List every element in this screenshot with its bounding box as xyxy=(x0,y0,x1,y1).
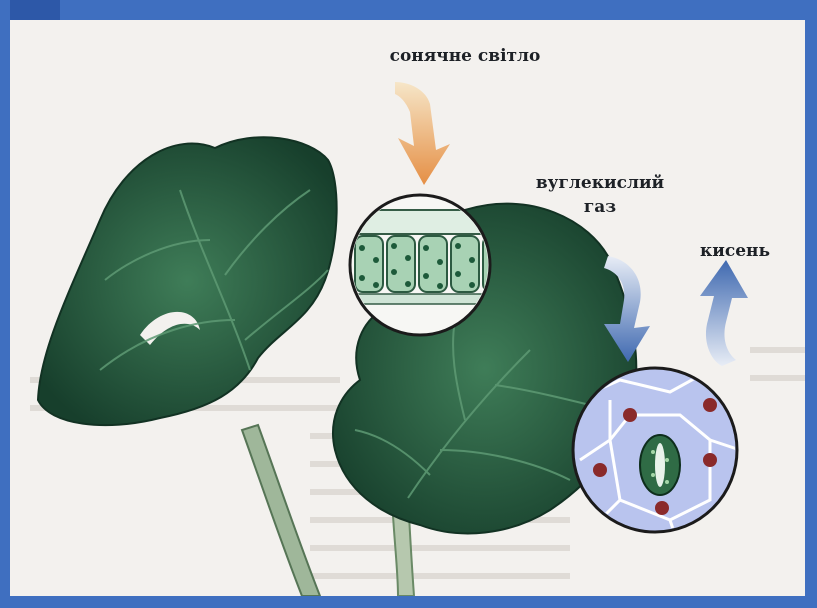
frame-left-border xyxy=(0,0,10,608)
carbon-dioxide-label-line1: вуглекислий xyxy=(530,171,670,195)
photosynthesis-illustration xyxy=(10,20,805,596)
sunlight-arrow-icon xyxy=(395,82,450,185)
frame-bottom-border xyxy=(0,596,817,608)
textbook-page: сонячне світло вуглекислий газ кисень xyxy=(10,20,805,596)
oxygen-arrow-icon xyxy=(700,260,748,366)
sunlight-label: сонячне світло xyxy=(365,46,565,66)
carbon-dioxide-label: вуглекислий газ xyxy=(530,171,670,219)
guard-cells xyxy=(640,435,680,495)
carbon-dioxide-label-line2: газ xyxy=(530,195,670,219)
magnified-stoma xyxy=(573,368,740,550)
frame-top-border xyxy=(0,0,817,20)
left-leaf-stem xyxy=(242,425,320,596)
oxygen-label: кисень xyxy=(680,241,790,261)
frame-right-border xyxy=(805,0,817,608)
